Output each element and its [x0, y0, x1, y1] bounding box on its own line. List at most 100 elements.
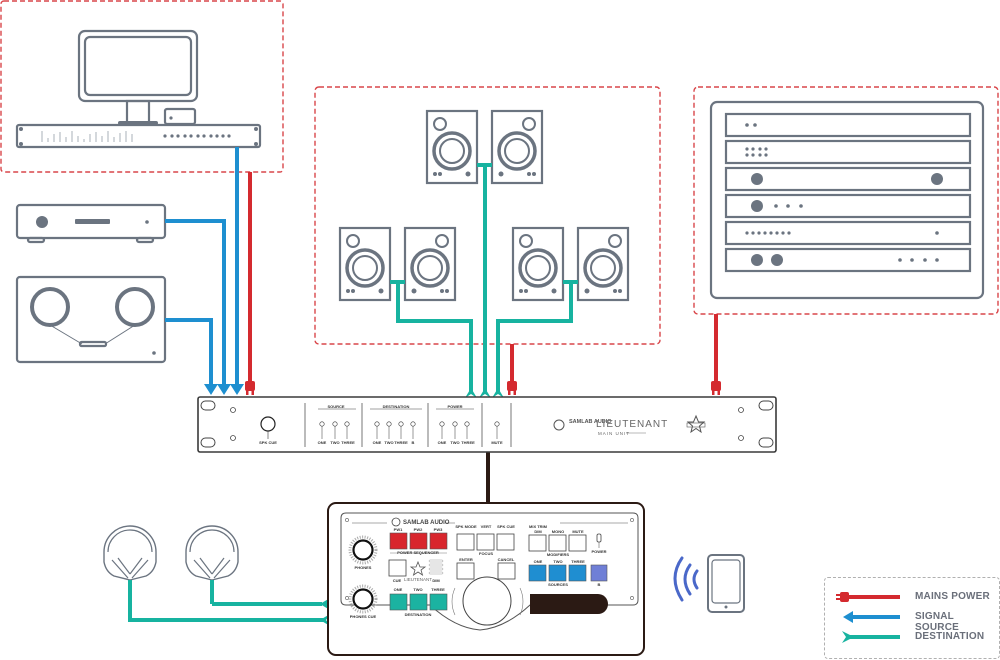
- controller-brand-name: SAMLAB AUDIO: [403, 520, 450, 526]
- led-indicator: [374, 421, 380, 439]
- button-label: TWO: [413, 587, 422, 592]
- cancel-label: CANCEL: [498, 557, 515, 562]
- spk-mode-button[interactable]: [456, 533, 475, 551]
- led-label: TWO: [450, 440, 459, 445]
- arrow-head: [230, 384, 244, 395]
- legend-label-signal-source: SIGNAL SOURCE: [915, 611, 959, 633]
- power-switch[interactable]: POWER: [591, 533, 607, 554]
- model-name: LIEUTENANT: [596, 419, 668, 430]
- signal-cables: [165, 147, 239, 388]
- arrow-head: [465, 388, 477, 398]
- speaker-left: [338, 226, 392, 302]
- button-label: PW3: [434, 527, 443, 532]
- destination-symbol: [842, 631, 900, 643]
- led-label: THREE: [341, 440, 355, 445]
- speaker-right: [403, 226, 457, 302]
- phones-knob[interactable]: PHONES: [348, 535, 378, 570]
- enter-button[interactable]: [456, 562, 475, 580]
- focus-group: SPK MODE VERT SPK CUE FOCUS ENTER CANCEL: [455, 524, 516, 580]
- wireless-icon: [673, 556, 699, 602]
- destination-group: DESTINATION ONE TWO THREE B: [370, 404, 422, 445]
- cue-button[interactable]: [388, 559, 407, 577]
- power-plugs: [245, 381, 721, 395]
- source-group-title: SOURCE: [327, 404, 344, 409]
- mute-label: MUTE: [491, 440, 503, 445]
- destination-group-label: DESTINATION: [405, 612, 432, 617]
- signal-source-symbol: [843, 611, 900, 623]
- led-indicator: [452, 421, 458, 439]
- arrow-head: [217, 384, 231, 395]
- led-indicator: [319, 421, 325, 439]
- button-label: TWO: [553, 559, 562, 564]
- dim-label: DIM: [432, 578, 440, 583]
- destination-group-title: DESTINATION: [383, 404, 410, 409]
- source-button-two[interactable]: [548, 564, 567, 582]
- main-unit: SPK CUE SOURCE ONE TWO THREE DESTINATION: [197, 396, 777, 453]
- headphones-2: [185, 525, 239, 581]
- brand-name: SAMLAB AUDIO: [569, 419, 612, 425]
- destination-button-one[interactable]: [389, 593, 408, 611]
- outboard-rack: [709, 100, 985, 300]
- led-indicator: [386, 421, 392, 439]
- source-button-three[interactable]: [568, 564, 587, 582]
- mute-indicator: MUTE: [491, 421, 503, 445]
- model-subtitle: MAIN UNIT: [598, 431, 630, 436]
- b-button[interactable]: [590, 564, 608, 582]
- skull-icon: [553, 419, 565, 431]
- button-label: ONE: [534, 559, 543, 564]
- jog-wheel[interactable]: [451, 576, 524, 626]
- power-group: POWER ONE TWO THREE: [436, 404, 475, 445]
- arrow-head: [204, 384, 218, 395]
- legend-symbols: [836, 592, 900, 643]
- plug-icon: [245, 381, 255, 395]
- speakers-zone: [314, 86, 661, 345]
- vert-button[interactable]: [476, 533, 495, 551]
- led-indicator: [439, 421, 445, 439]
- cancel-button[interactable]: [497, 562, 516, 580]
- speaker-left: [425, 109, 479, 185]
- power-button-2[interactable]: [409, 532, 428, 550]
- mains-power-symbol: [836, 592, 900, 602]
- led-indicator: [464, 421, 470, 439]
- led-label: ONE: [373, 440, 382, 445]
- rack-zone: [693, 86, 999, 315]
- power-group-title: POWER: [447, 404, 462, 409]
- rack-unit: [724, 193, 972, 219]
- display-screen: [530, 594, 608, 614]
- computer-monitor: [77, 29, 199, 126]
- focus-group-label: FOCUS: [479, 551, 493, 556]
- skull-icon: [391, 517, 401, 527]
- mix-trim-label: MIX TRIM: [529, 524, 548, 529]
- power-sequencer-label: POWER SEQUENCER: [397, 550, 439, 555]
- source-button-one[interactable]: [528, 564, 547, 582]
- speaker-right: [576, 226, 630, 302]
- led-label: TWO: [330, 440, 339, 445]
- destination-button-two[interactable]: [409, 593, 428, 611]
- led-label: TWO: [384, 440, 393, 445]
- led-indicator: [410, 421, 416, 439]
- rack-unit: [724, 220, 972, 246]
- button-label: VERT: [481, 524, 492, 529]
- rack-unit: [724, 166, 972, 192]
- led-label: B: [412, 440, 415, 445]
- b-label: B: [598, 582, 601, 587]
- dim-button[interactable]: [528, 534, 547, 552]
- destination-button-three[interactable]: [429, 593, 448, 611]
- power-button-1[interactable]: [389, 532, 408, 550]
- destination-cables: [128, 163, 578, 622]
- led-label: THREE: [461, 440, 475, 445]
- phones-cue-knob[interactable]: PHONES CUE: [348, 584, 378, 619]
- phones-cue-knob-label: PHONES CUE: [350, 614, 377, 619]
- star-emblem-icon: [686, 414, 706, 434]
- button-label: SPK CUE: [497, 524, 515, 529]
- mono-button[interactable]: [548, 534, 567, 552]
- arrow-head: [479, 388, 491, 398]
- spk-cue-button[interactable]: [496, 533, 515, 551]
- power-button-3[interactable]: [429, 532, 448, 550]
- button-label: DIM: [534, 529, 542, 534]
- destination-cable-set-one: [390, 280, 473, 392]
- modifiers-group-label: MODIFIERS: [547, 552, 570, 557]
- mute-button[interactable]: [568, 534, 587, 552]
- sources-group-label: SOURCES: [548, 582, 568, 587]
